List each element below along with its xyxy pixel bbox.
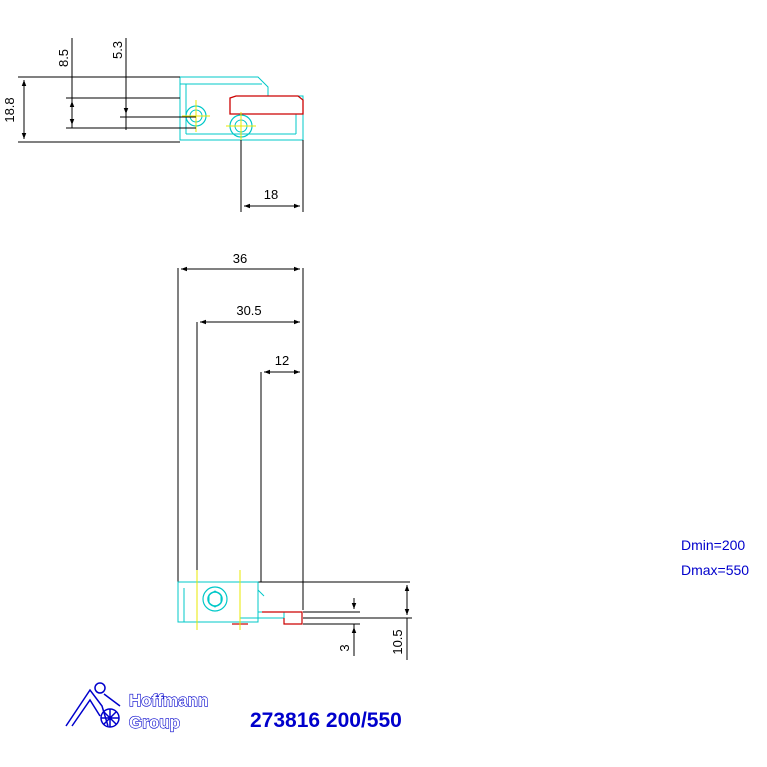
dim-overall-width-label: 36 — [233, 251, 247, 266]
top-view-hole-left — [182, 100, 210, 132]
dim-overall-height-label: 18.8 — [2, 97, 17, 122]
dim-overall-height — [18, 76, 180, 143]
part-number: 273816 200/550 — [250, 709, 402, 732]
dim-base-height-label: 10.5 — [390, 629, 405, 654]
dim-width — [240, 140, 304, 212]
logo-figure-icon — [65, 682, 121, 728]
dim-hole-offset-a-label: 8.5 — [56, 49, 71, 67]
top-view-insert — [229, 95, 304, 115]
dmax-label: Dmax=550 — [681, 562, 749, 578]
dim-hole-offset-a — [66, 38, 196, 129]
logo-text-line2: Group — [129, 713, 180, 732]
dim-width-label: 18 — [264, 187, 278, 202]
dim-hole-offset-b-label: 5.3 — [110, 41, 125, 59]
hoffmann-group-logo: Hoffmann Group — [65, 682, 209, 733]
logo-text-line1: Hoffmann — [129, 691, 208, 710]
top-view: 18.8 8.5 5.3 18 — [2, 38, 304, 212]
side-view-holder-outline — [177, 268, 410, 610]
dim-base-height — [303, 585, 412, 660]
dim-slot-width-label: 12 — [275, 353, 289, 368]
dim-inner-width-label: 30.5 — [236, 303, 261, 318]
side-view: 36 30.5 12 10.5 3 — [177, 251, 412, 660]
side-view-base — [177, 581, 285, 623]
top-view-hole-right — [226, 112, 256, 140]
side-view-screw — [196, 570, 241, 630]
dim-lip-height — [303, 598, 360, 656]
dim-hole-offset-b — [120, 38, 196, 130]
dim-lip-height-label: 3 — [337, 644, 352, 651]
dmin-label: Dmin=200 — [681, 537, 745, 553]
